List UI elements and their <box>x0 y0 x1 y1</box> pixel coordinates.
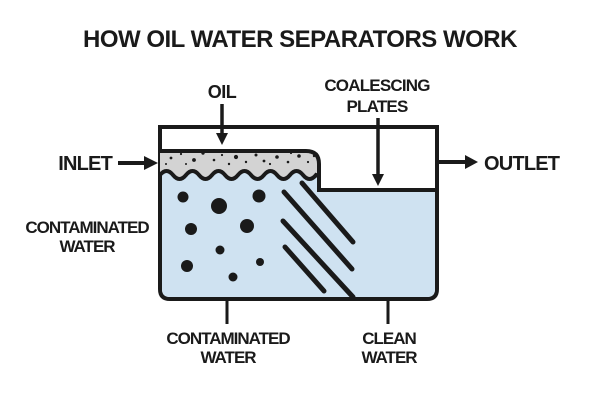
oil-speckle-dot <box>192 158 196 162</box>
oil-droplet-dot <box>240 219 254 233</box>
oil-droplet-dot <box>215 245 225 255</box>
coalescing-plate-lines <box>280 180 356 300</box>
coalescing-plate-line <box>281 189 355 272</box>
oil-speckle-dot <box>201 151 205 155</box>
oil-speckle-dot <box>185 163 187 165</box>
oil-speckle-dot <box>262 159 266 163</box>
oil-droplet-dot <box>252 189 266 203</box>
outlet-label: OUTLET <box>484 153 560 175</box>
oil-speckle-dot <box>179 152 183 156</box>
clean-water-label-line1: CLEAN <box>362 329 416 348</box>
oil-speckle-dot <box>220 153 224 157</box>
oil-droplets <box>177 189 266 282</box>
oil-speckles <box>165 151 316 166</box>
oil-label: OIL <box>208 82 237 102</box>
oil-speckle-dot <box>275 155 279 159</box>
clean-water-label-line2: WATER <box>361 348 417 367</box>
coalescing-plates-arrowhead-icon <box>372 174 384 186</box>
oil-arrow <box>216 104 228 145</box>
contaminated-water-side-label-line1: CONTAMINATED <box>25 218 149 237</box>
outlet-arrowhead-icon <box>465 155 478 169</box>
oil-speckle-dot <box>286 160 290 164</box>
coalescing-plate-line <box>299 180 356 245</box>
oil-speckle-dot <box>227 162 231 166</box>
contaminated-water-bottom-label-line2: WATER <box>200 348 256 367</box>
page-title: HOW OIL WATER SEPARATORS WORK <box>83 26 518 53</box>
oil-layer <box>160 151 319 179</box>
oil-speckle-dot <box>212 158 216 162</box>
oil-speckle-dot <box>169 156 173 160</box>
oil-arrowhead-icon <box>216 133 228 145</box>
oil-droplet-dot <box>256 258 264 266</box>
oil-droplet-dot <box>185 223 197 235</box>
oil-speckle-dot <box>289 151 293 155</box>
coalescing-plates-label-line1: COALESCING <box>324 76 430 95</box>
oil-speckle-dot <box>244 160 248 164</box>
oil-speckle-dot <box>312 154 316 158</box>
coalescing-plate-line <box>282 244 327 294</box>
oil-speckle-dot <box>165 163 167 165</box>
oil-layer-outline <box>160 149 321 190</box>
oil-droplet-dot <box>177 191 189 203</box>
oil-droplet-dot <box>181 260 193 272</box>
contaminated-water-bottom-label-line1: CONTAMINATED <box>166 329 290 348</box>
oil-water-interface <box>158 169 320 181</box>
inlet-arrowhead-icon <box>144 156 158 170</box>
contaminated-water-side-label-line2: WATER <box>59 237 115 256</box>
oil-speckle-dot <box>297 154 301 158</box>
oil-speckle-dot <box>306 160 310 164</box>
oil-speckle-dot <box>254 153 258 157</box>
coalescing-plate-line <box>280 218 356 300</box>
inlet-arrow <box>118 156 158 170</box>
coalescing-plates-label-line2: PLATES <box>346 97 407 116</box>
oil-droplet-dot <box>228 272 238 282</box>
oil-speckle-dot <box>268 162 272 166</box>
inlet-label: INLET <box>58 153 112 175</box>
outlet-arrow <box>439 155 478 169</box>
oil-droplet-dot <box>211 198 227 214</box>
oil-speckle-dot <box>233 154 239 160</box>
coalescing-plates-arrow <box>372 118 384 186</box>
